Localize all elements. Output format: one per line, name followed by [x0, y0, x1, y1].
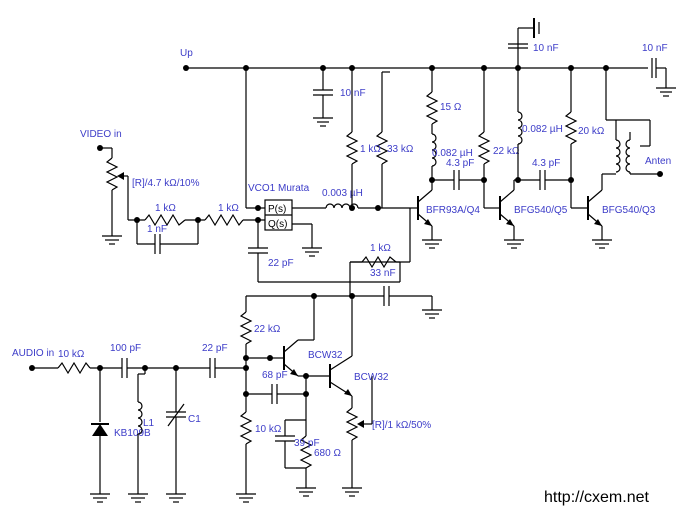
l-0003-label: 0.003 µH [322, 188, 363, 199]
c1-label: C1 [188, 414, 201, 425]
c-22pf-audio-label: 22 pF [202, 343, 228, 354]
supply-rail [183, 65, 648, 71]
c-10nf-top2-label: 10 nF [533, 43, 559, 54]
watermark: http://cxem.net [544, 489, 649, 506]
r-22k-mid-label: 22 kΩ [254, 324, 281, 335]
r-20k-label: 20 kΩ [578, 126, 605, 137]
q3-label: BFG540/Q3 [602, 205, 656, 216]
c-22pf-vco-label: 22 pF [268, 258, 294, 269]
c-43-b-label: 4.3 pF [532, 158, 560, 169]
r-1k-c-label: 1 kΩ [360, 144, 381, 155]
q4-collector-network [425, 68, 487, 190]
c-39pf-label: 39 pF [294, 438, 320, 449]
r-22k-top-label: 22 kΩ [493, 146, 520, 157]
c1-trimmer [166, 368, 186, 503]
d-kb-label: KB109B [114, 428, 151, 439]
q5-transistor [499, 177, 524, 249]
q-bcw32-a-label: BCW32 [308, 350, 343, 361]
video-in-label: VIDEO in [80, 129, 122, 140]
vco-label: VCO1 Murata [248, 183, 310, 194]
q-bcw32-b-label: BCW32 [354, 372, 389, 383]
bias-resistors [345, 68, 390, 211]
r-pot-1k-label: [R]/1 kΩ/50% [372, 420, 431, 431]
r-1k-b-label: 1 kΩ [218, 203, 239, 214]
l-0003 [325, 203, 410, 211]
q4-label: BFR93A/Q4 [426, 205, 480, 216]
r-1k-a-label: 1 kΩ [155, 203, 176, 214]
r-10k-b-label: 10 kΩ [255, 424, 282, 435]
up-label: Up [180, 48, 193, 59]
c-100pf-label: 100 pF [110, 343, 141, 354]
c-43-a-label: 4.3 pF [446, 158, 474, 169]
vco-q-label: Q(s) [268, 219, 287, 230]
c-33nf-label: 33 nF [370, 268, 396, 279]
q4-transistor [350, 180, 442, 263]
l-0082-a-label: 0.082 µH [432, 148, 473, 159]
output-cap [651, 58, 676, 97]
audio-chain [32, 358, 246, 378]
l1-coil [128, 368, 148, 503]
r-15-label: 15 Ω [440, 102, 462, 113]
vco-p-label: P(s) [268, 204, 286, 215]
r-33k-label: 33 kΩ [387, 144, 414, 155]
varicap-diode [90, 368, 110, 503]
video-pot [100, 147, 129, 245]
output-transformer [605, 68, 663, 177]
r-22k-top [477, 68, 500, 209]
c-10nf-top1-label: 10 nF [340, 88, 366, 99]
c-1nf-label: 1 nF [147, 224, 167, 235]
r-680-label: 680 Ω [314, 448, 341, 459]
l-0082-b-label: 0.082 µH [522, 124, 563, 135]
r-10k-b [236, 394, 256, 503]
audio-in-label: AUDIO in [12, 348, 54, 359]
q3-transistor [587, 173, 616, 249]
r-10k-audio-label: 10 kΩ [58, 349, 85, 360]
anten-label: Anten [645, 156, 671, 167]
r-1k-fb-label: 1 kΩ [370, 243, 391, 254]
r-20k [564, 68, 588, 209]
video-rc [128, 213, 265, 254]
supply-battery [508, 18, 540, 68]
feedback-network [311, 255, 442, 319]
l1-label: L1 [143, 418, 155, 429]
c-22pf-vco [248, 220, 400, 283]
vco-block [245, 68, 326, 257]
c-10nf-out-label: 10 nF [642, 43, 668, 54]
c-10nf-top1 [313, 68, 333, 127]
q5-label: BFG540/Q5 [514, 205, 568, 216]
r-video-pot-label: [R]/4.7 kΩ/10% [132, 178, 200, 189]
c-68pf-label: 68 pF [262, 370, 288, 381]
emitter-rc [275, 398, 316, 497]
